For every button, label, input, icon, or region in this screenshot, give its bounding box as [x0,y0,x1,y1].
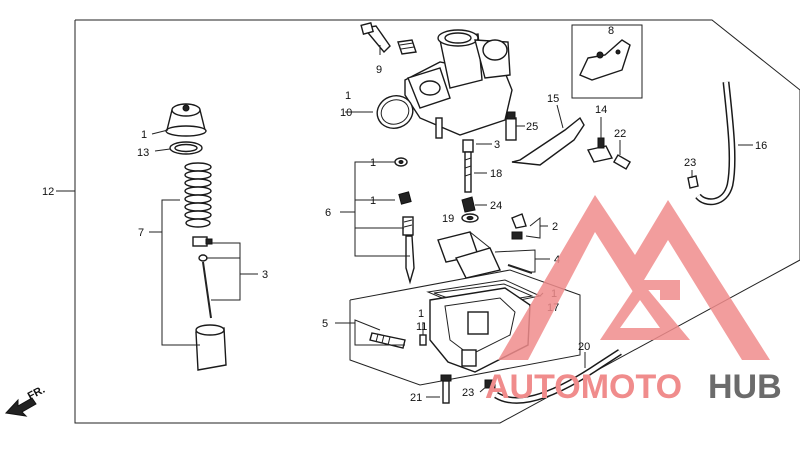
label-1-a: 1 [370,157,376,169]
float-4 [437,231,501,279]
jet-needle [198,254,212,319]
main-jet-24 [461,196,476,213]
front-arrow-icon: FR. [4,384,47,417]
label-3-mid: 3 [494,139,500,151]
label-13: 13 [137,147,149,159]
label-1-b: 1 [370,195,376,207]
pilot-screw-group [394,157,415,285]
label-22: 22 [614,128,626,140]
carburetor-body [404,29,513,139]
clip-23-right [687,175,699,189]
label-23-right: 23 [684,157,696,169]
throttle-valve [195,324,227,371]
air-screw-25 [505,111,517,141]
label-11: 11 [416,321,427,333]
drain-plug-11 [419,334,427,346]
watermark-text: AUTOMOTO HUB [485,368,782,406]
float-bowl-box [349,269,581,386]
label-3-left: 3 [262,269,268,281]
cap-gasket [169,141,203,155]
label-8: 8 [608,25,614,37]
throttle-spring [184,162,212,228]
label-15: 15 [547,93,559,105]
label-12: 12 [42,186,54,198]
label-25: 25 [526,121,538,133]
label-7: 7 [138,227,144,239]
label-10: 10 [340,107,352,119]
needle-retainer [192,236,213,247]
joint-14 [586,137,614,163]
throttle-stop-screw [360,21,391,54]
label-1-top: 1 [345,90,351,102]
label-20: 20 [578,341,590,353]
o-ring-10 [376,95,414,129]
label-14: 14 [595,104,607,116]
drain-tube-20 [494,349,622,404]
watermark-logo [498,195,770,360]
float-valve-2 [511,213,527,240]
float-pin [507,264,533,274]
inset-box-8 [571,24,643,99]
watermark-brand-a: AUTOMOTO [485,368,682,406]
label-23-bottom: 23 [462,387,474,399]
label-21: 21 [410,392,422,404]
label-1-c: 1 [418,308,424,320]
choke-lever-15 [511,116,585,166]
label-1-cap: 1 [141,129,147,141]
clip-23-bottom [484,379,496,389]
bolt-21 [440,374,452,404]
label-5: 5 [322,318,328,330]
screw-22 [612,154,632,170]
choke-link-8 [579,39,631,81]
label-2: 2 [552,221,558,233]
front-marker-label: FR. [26,384,47,403]
diagram-frame [74,19,800,424]
label-24: 24 [490,200,502,212]
needle-jet-holder [462,139,474,193]
label-6: 6 [325,207,331,219]
leader-lines [56,45,753,398]
washer-19 [461,213,479,223]
part-labels: 1 13 12 7 3 9 1 10 3 25 15 8 14 22 16 23… [42,25,767,404]
top-cap [165,103,207,137]
drain-screw-5 [369,332,406,349]
vent-hose-16 [695,81,736,206]
label-16: 16 [755,140,767,152]
screw-spring [397,39,417,55]
watermark-brand-b: HUB [708,368,782,406]
label-9: 9 [376,64,382,76]
label-19: 19 [442,213,454,225]
label-18: 18 [490,168,502,180]
